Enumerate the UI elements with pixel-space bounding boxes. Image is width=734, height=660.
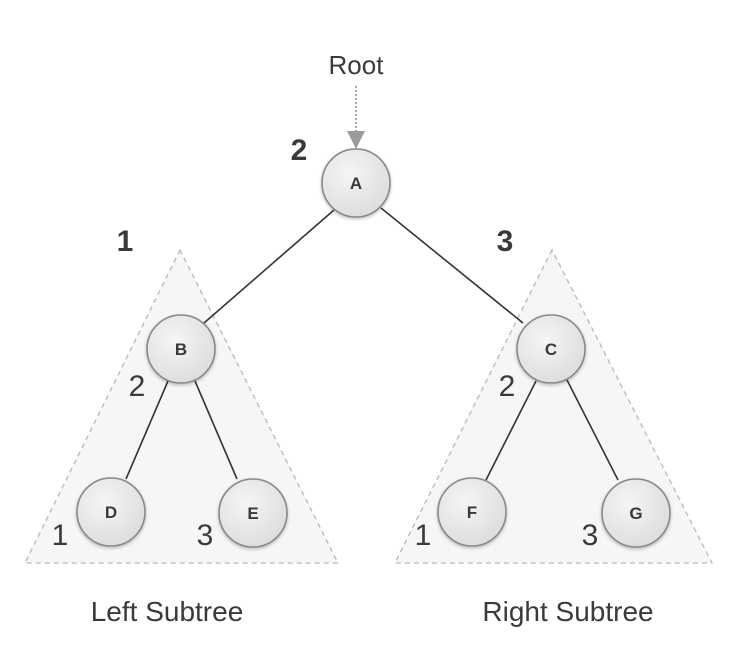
- node-d-label: D: [105, 503, 117, 522]
- edge-b-e: [194, 380, 238, 480]
- node-g: [601, 478, 671, 548]
- node-a-label: A: [350, 174, 362, 193]
- left-subtree-caption: Left Subtree: [91, 596, 244, 627]
- root-label: Root: [329, 50, 385, 80]
- order-left-subtree-left-child: 1: [52, 519, 69, 552]
- order-right-subtree-root: 2: [499, 370, 516, 403]
- right-subtree-caption: Right Subtree: [482, 596, 653, 627]
- node-b: [146, 314, 216, 384]
- node-f: [437, 477, 507, 547]
- order-right-subtree: 3: [497, 225, 514, 258]
- edge-c-f: [485, 380, 537, 481]
- edge-b-d: [125, 380, 169, 480]
- edge-a-c: [380, 207, 524, 324]
- order-left-subtree-right-child: 3: [197, 519, 214, 552]
- node-c: [516, 314, 586, 384]
- order-right-subtree-right-child: 3: [582, 519, 599, 552]
- node-g-label: G: [629, 504, 642, 523]
- order-root: 2: [291, 134, 308, 167]
- order-right-subtree-left-child: 1: [415, 519, 432, 552]
- order-left-subtree: 1: [117, 225, 134, 258]
- left-subtree-region: [23, 248, 340, 564]
- node-c-label: C: [545, 340, 557, 359]
- edge-a-b: [203, 209, 335, 324]
- node-b-label: B: [175, 340, 187, 359]
- node-a: [321, 148, 391, 218]
- order-left-subtree-root: 2: [129, 370, 146, 403]
- edge-c-g: [566, 379, 619, 481]
- node-f-label: F: [467, 503, 477, 522]
- node-e-label: E: [247, 504, 258, 523]
- node-d: [76, 477, 146, 547]
- node-e: [218, 478, 288, 548]
